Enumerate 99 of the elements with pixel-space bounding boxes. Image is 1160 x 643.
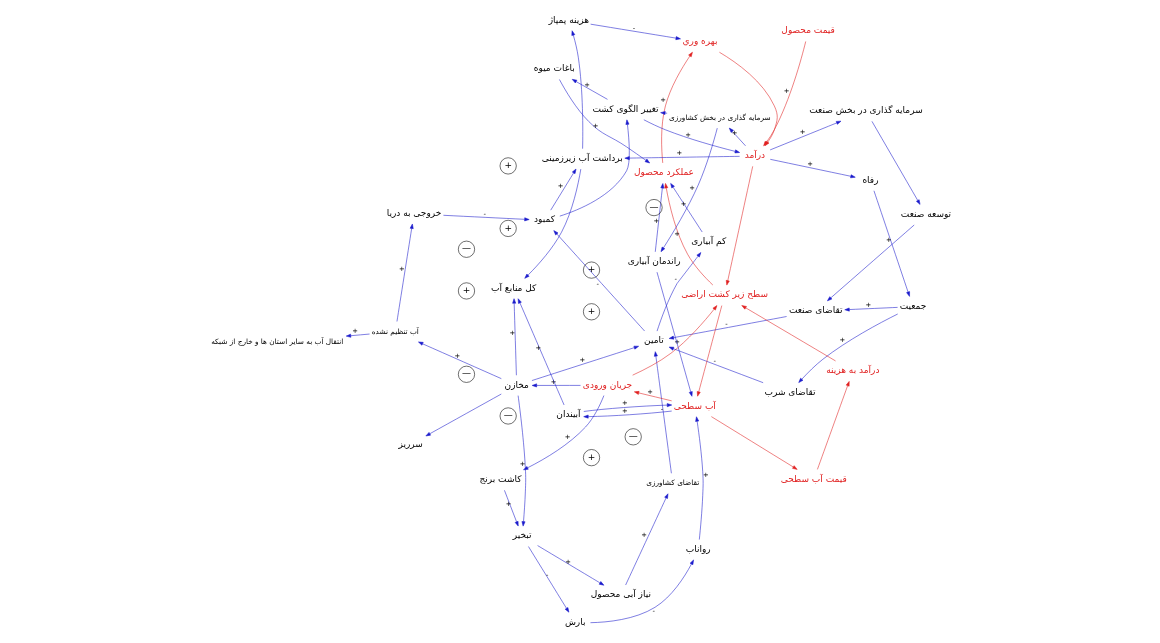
node-text: قیمت آب سطحی (780, 473, 847, 484)
node-text: سطح زیر کشت اراضی (680, 289, 768, 300)
label: + (503, 160, 512, 171)
node-text: کم آبیاری (690, 236, 726, 247)
arrow (663, 183, 713, 286)
arrow (668, 346, 763, 383)
node-text: تقاضای شرب (764, 387, 816, 398)
arrow (710, 416, 797, 470)
label: + (587, 264, 595, 275)
arrow (531, 345, 639, 381)
node-text: توسعه صنعت (900, 208, 951, 219)
arrow (643, 119, 740, 154)
arrow (624, 156, 740, 160)
node-text: راندمان آبیاری (627, 256, 681, 267)
arrow (653, 351, 672, 474)
node-text: جمعیت (899, 300, 926, 311)
arrow (425, 393, 502, 437)
arrow (417, 341, 502, 379)
arrow (871, 121, 920, 205)
node-text: آبیندان (555, 409, 581, 420)
node-text: تقاضای صنعت (788, 305, 843, 316)
arrow (396, 223, 414, 322)
node-text: باغات میوه (533, 63, 575, 74)
arrow (669, 183, 702, 233)
arrow (549, 168, 576, 211)
node-text: درآمد به هزینه (825, 365, 879, 376)
node-text: تغییر الگوی کشت (591, 103, 658, 114)
arrow (725, 166, 753, 286)
label: — (461, 243, 471, 254)
node-text: درآمد (744, 150, 765, 161)
arrow (694, 416, 703, 540)
node-text: سرمایه گذاری در بخش صنعت (808, 105, 923, 116)
node-text: برداشت آب زیرزمینی (541, 152, 623, 163)
arrow (503, 490, 518, 527)
arrow (345, 333, 370, 338)
arrow (654, 183, 664, 253)
arrow (659, 111, 667, 115)
label: — (628, 430, 638, 441)
node-text: بهره وري (682, 36, 717, 47)
arrow (728, 127, 746, 147)
arrow (582, 410, 672, 419)
node-text: نیاز آبی محصول (590, 589, 651, 600)
arrow (589, 23, 681, 40)
arrow (517, 298, 564, 406)
label: + (587, 451, 595, 462)
arrow (660, 51, 693, 164)
node-text: رواناب (685, 543, 711, 554)
arrow (660, 127, 718, 252)
arrow (589, 559, 694, 623)
arrow (624, 493, 668, 586)
node-text: هزینه پمپاژ (548, 14, 589, 25)
arrow (844, 307, 898, 312)
arrow (631, 305, 717, 376)
arrow (531, 383, 581, 388)
node-text: قیمت محصول (780, 25, 835, 36)
arrow (769, 159, 856, 179)
label: + (587, 305, 595, 316)
arrow (826, 224, 914, 302)
arrow (668, 316, 787, 340)
arrow (571, 30, 583, 149)
arrow (511, 298, 517, 376)
arrow (571, 79, 608, 100)
node-text: عملکرد محصول (633, 167, 694, 178)
node-text: آب سطحی (673, 400, 716, 411)
label: + (462, 285, 470, 296)
arrow (522, 395, 604, 471)
node-text: بارش (564, 616, 585, 627)
arrow (517, 395, 526, 527)
arrow (816, 381, 849, 470)
arrow (873, 190, 910, 297)
arrow (583, 403, 672, 412)
node-text: تبخیر (512, 530, 532, 541)
node-text: کمبود (533, 214, 555, 225)
label: — (503, 410, 513, 421)
node-text: رفاه (861, 174, 879, 185)
arrow (553, 230, 645, 332)
arrow (442, 215, 529, 222)
arrow (696, 305, 722, 397)
arrow (559, 119, 630, 217)
node-text: تامین (643, 335, 664, 346)
node-text: خروجی به دریا (386, 207, 441, 218)
node-text: کل منابع آب (490, 282, 536, 293)
arrow (536, 545, 604, 586)
label: — (461, 368, 471, 379)
label: — (649, 201, 659, 212)
node-text: کاشت برنج (478, 474, 521, 485)
label: + (503, 222, 512, 233)
arrow (527, 546, 569, 613)
arrow (558, 79, 650, 164)
node-text: جریان ورودی (582, 379, 632, 390)
arrow (633, 391, 672, 402)
arrow (741, 305, 836, 362)
node-text: مخازن (504, 379, 529, 390)
arrow (797, 313, 898, 383)
arrow (656, 252, 701, 332)
node-text: سرریز (397, 438, 423, 449)
arrow (656, 271, 693, 397)
arrow (769, 120, 841, 151)
arrow (524, 168, 581, 279)
